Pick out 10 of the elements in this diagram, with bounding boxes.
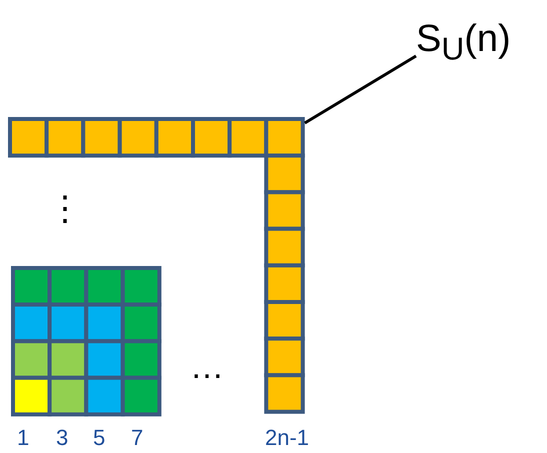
column-number: 1 [17,425,30,451]
formula-label: S$_{U}$(n) [416,18,511,68]
vertical-ellipsis: ⋮ [48,189,82,229]
column-number: 2n-1 [265,425,310,451]
horizontal-ellipsis: … [190,348,224,387]
leader-line [304,54,417,124]
column-number: 5 [93,425,106,451]
column-number: 7 [131,425,144,451]
column-number: 3 [56,425,68,451]
square-strip-drawing [8,117,305,414]
